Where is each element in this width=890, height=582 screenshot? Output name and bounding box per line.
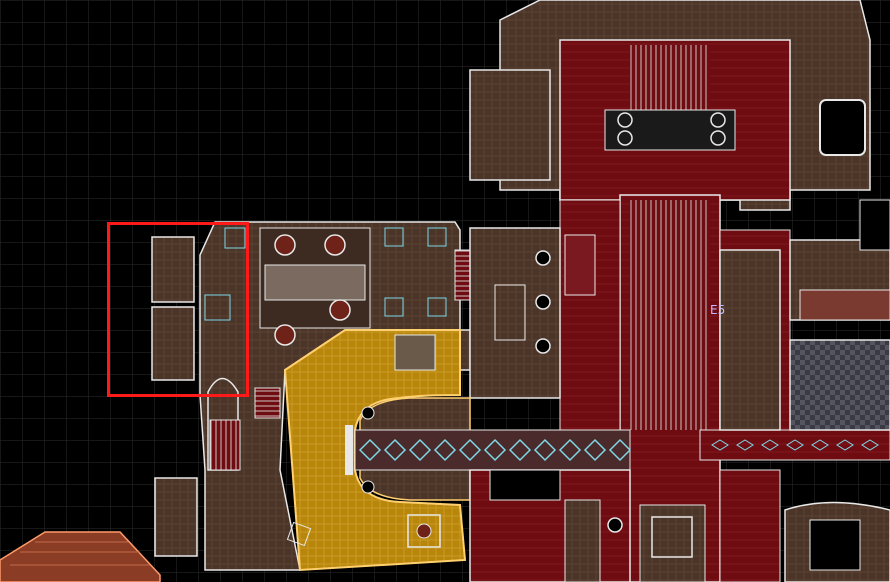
- east-rooms: [699, 199, 890, 461]
- central-hall: [469, 227, 561, 399]
- south-west-roof: [0, 531, 161, 582]
- north-east-wing: [469, 0, 871, 211]
- stairs: [209, 387, 281, 471]
- cyan-walkway: [354, 429, 632, 471]
- selection-box[interactable]: [107, 222, 249, 397]
- sector-label: E5: [710, 303, 725, 317]
- south-central: [469, 469, 890, 582]
